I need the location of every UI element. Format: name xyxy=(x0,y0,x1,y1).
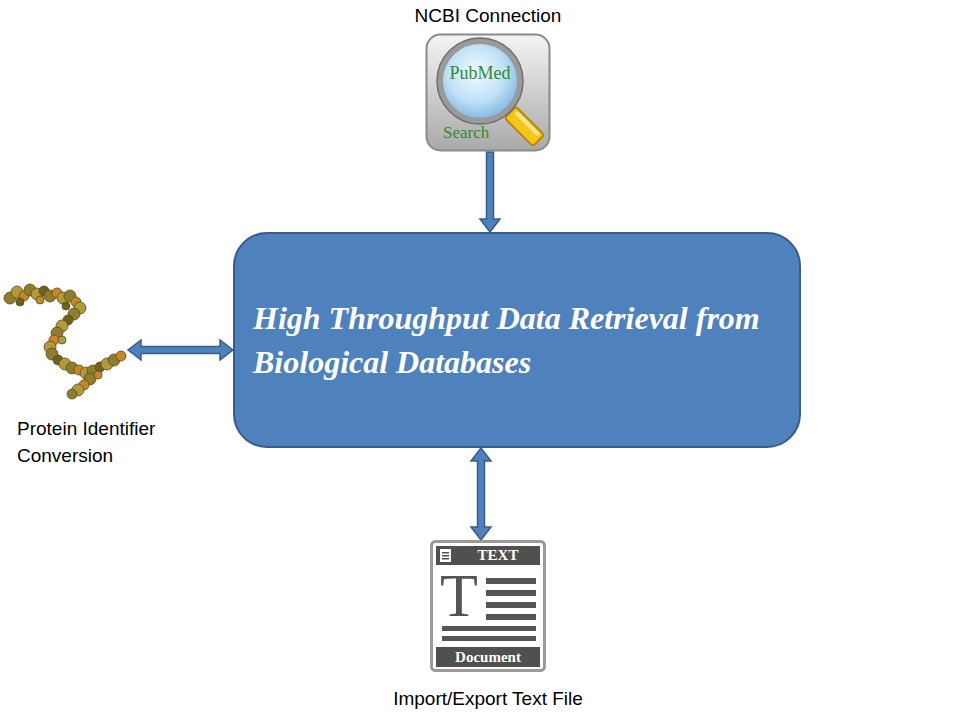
art-part xyxy=(505,107,545,147)
pubmed-icon-node: NCBI ConnectionPubMedSearch xyxy=(425,33,551,152)
art-part xyxy=(62,302,70,310)
node-label: Protein Identifier Conversion xyxy=(17,415,195,469)
art-part xyxy=(486,590,536,596)
art-part xyxy=(505,107,545,147)
art-part xyxy=(486,578,536,584)
art-part xyxy=(4,284,126,399)
art-part xyxy=(436,647,540,667)
art-part xyxy=(486,614,536,620)
block-arrow xyxy=(480,152,500,232)
icon-text: PubMed xyxy=(425,62,535,84)
art-part xyxy=(116,351,126,361)
node-heading: NCBI Connection xyxy=(415,2,562,29)
protein-node: Protein Identifier Conversion xyxy=(5,280,128,395)
art-part xyxy=(486,602,536,608)
art-part xyxy=(440,549,451,562)
box-title: High Throughput Data Retrieval from Biol… xyxy=(235,296,773,384)
art-part xyxy=(442,636,536,641)
node-label: Import/Export Text File xyxy=(393,685,583,712)
art-part xyxy=(67,389,77,399)
art-part xyxy=(442,558,449,560)
art-part xyxy=(16,298,24,306)
art-part xyxy=(36,296,44,304)
art-part xyxy=(442,552,449,554)
block-arrow xyxy=(471,448,491,540)
block-arrow xyxy=(128,340,233,360)
icon-text: Document xyxy=(436,647,540,667)
art-part xyxy=(432,542,545,671)
icon-text: T xyxy=(440,562,478,628)
art-part xyxy=(58,336,66,344)
document-icon-node: TEXTTDocumentImport/Export Text File xyxy=(430,540,546,672)
icon-text: Search xyxy=(443,123,489,143)
art-part xyxy=(94,371,102,379)
art-part xyxy=(515,111,540,136)
process-box: High Throughput Data Retrieval from Biol… xyxy=(233,232,801,448)
protein-illustration xyxy=(0,278,135,403)
art-part xyxy=(442,555,449,557)
art-part xyxy=(427,35,550,151)
